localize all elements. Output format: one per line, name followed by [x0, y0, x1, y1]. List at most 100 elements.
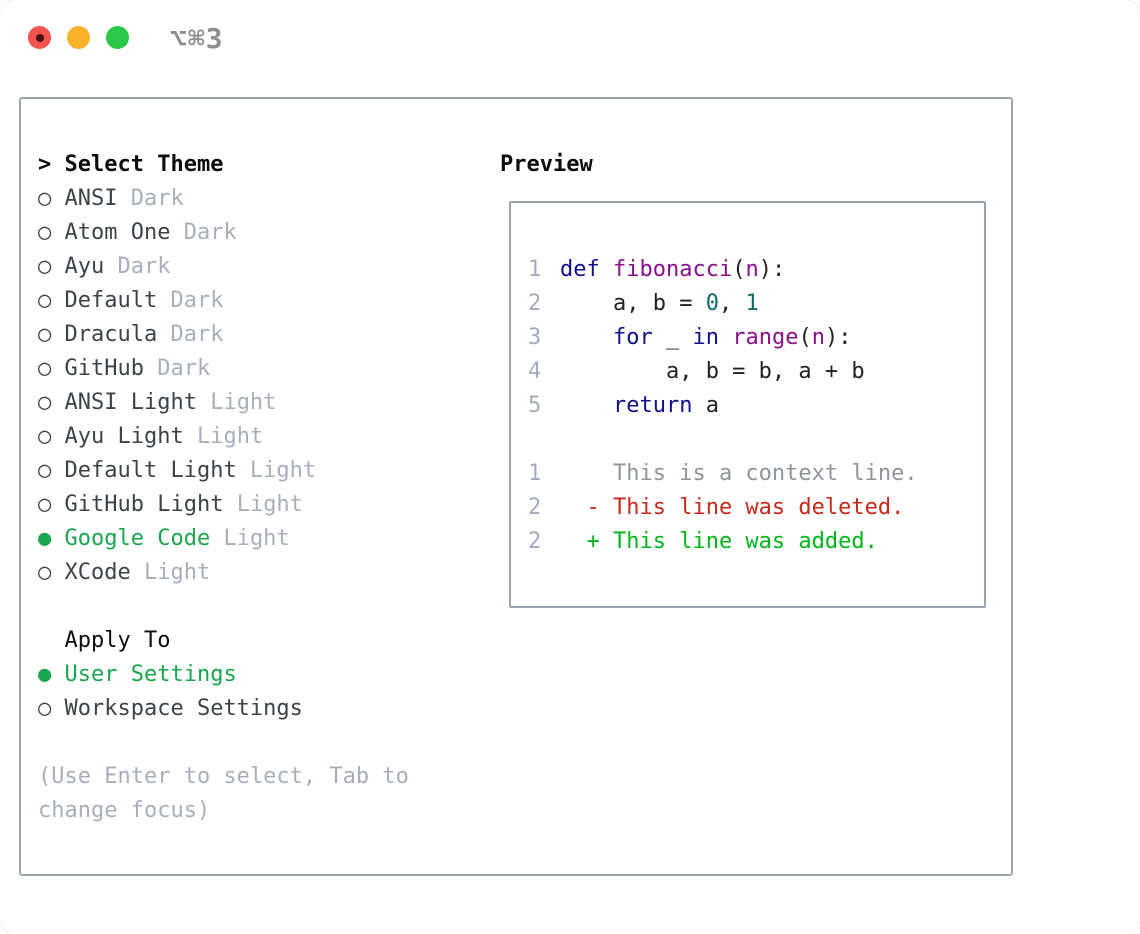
code-token [560, 325, 613, 350]
code-token: , [718, 291, 746, 316]
code-token: 1 [745, 291, 759, 316]
radio-icon: ○ [38, 696, 65, 721]
code-line: 5 return a [528, 389, 984, 423]
zoom-button[interactable] [106, 26, 129, 49]
selected-radio-icon: ● [38, 662, 65, 687]
apply-option-label: Workspace Settings [64, 696, 303, 721]
theme-name: ANSI [64, 186, 118, 211]
theme-item-dracula[interactable]: ○ Dracula Dark [38, 318, 316, 352]
theme-item-github[interactable]: ○ GitHub Dark [38, 352, 316, 386]
close-button[interactable] [28, 26, 51, 49]
diff-line-deleted: 2 - This line was deleted. [528, 491, 984, 525]
line-number: 5 [528, 393, 542, 418]
theme-item-ayu-light[interactable]: ○ Ayu Light Light [38, 420, 316, 454]
radio-icon: ○ [38, 424, 65, 449]
code-token: fibonacci [613, 257, 733, 282]
preview-blank-line [528, 423, 984, 457]
theme-list: ○ ANSI Dark○ Atom One Dark○ Ayu Dark○ De… [38, 182, 316, 590]
theme-item-xcode[interactable]: ○ XCode Light [38, 556, 316, 590]
theme-name: XCode [64, 560, 131, 585]
theme-item-ansi-light[interactable]: ○ ANSI Light Light [38, 386, 316, 420]
theme-tag: Dark [157, 288, 224, 313]
radio-icon: ○ [38, 186, 65, 211]
theme-item-default-light[interactable]: ○ Default Light Light [38, 454, 316, 488]
code-token: for [612, 325, 653, 350]
line-number: 1 [528, 461, 542, 486]
theme-tag: Dark [157, 322, 224, 347]
theme-tag: Light [236, 458, 317, 483]
minimize-button[interactable] [67, 26, 90, 49]
radio-icon: ○ [38, 560, 65, 585]
radio-icon: ○ [38, 390, 65, 415]
theme-name: ANSI Light [64, 390, 197, 415]
theme-item-google-code[interactable]: ● Google Code Light [38, 522, 316, 556]
preview-header: Preview [500, 152, 593, 177]
diff-line-context: 1 This is a context line. [528, 457, 984, 491]
code-token [560, 393, 613, 418]
diff-text: + This line was added. [560, 529, 878, 554]
help-line-2: change focus) [38, 798, 211, 823]
apply-to-header: Apply To [38, 624, 303, 658]
theme-tag: Light [223, 492, 303, 517]
theme-name: GitHub Light [64, 492, 224, 517]
theme-name: Default Light [64, 458, 237, 483]
help-text: (Use Enter to select, Tab to change focu… [38, 760, 409, 828]
theme-item-default[interactable]: ○ Default Dark [38, 284, 316, 318]
code-line: 3 for _ in range(n): [528, 321, 984, 355]
theme-item-github-light[interactable]: ○ GitHub Light Light [38, 488, 316, 522]
theme-name: GitHub [64, 356, 144, 381]
diff-text: - This line was deleted. [560, 495, 905, 520]
preview-diff: 1 This is a context line.2 - This line w… [528, 457, 984, 559]
radio-icon: ○ [38, 356, 65, 381]
code-token: ): [824, 325, 852, 350]
apply-to-section: Apply To ● User Settings○ Workspace Sett… [38, 624, 303, 726]
titlebar: ⌥⌘3 [0, 0, 1140, 74]
apply-options: ● User Settings○ Workspace Settings [38, 658, 303, 726]
help-line-1: (Use Enter to select, Tab to [38, 764, 409, 789]
line-number: 3 [528, 325, 542, 350]
apply-option-label: User Settings [64, 662, 237, 687]
line-number: 4 [528, 359, 542, 384]
code-token: _ [652, 325, 693, 350]
code-token: return [612, 393, 693, 418]
apply-option-workspace-settings[interactable]: ○ Workspace Settings [38, 692, 303, 726]
theme-name: Ayu Light [64, 424, 184, 449]
theme-item-ansi[interactable]: ○ ANSI Dark [38, 182, 316, 216]
theme-name: Dracula [64, 322, 158, 347]
radio-icon: ○ [38, 458, 65, 483]
window-title: ⌥⌘3 [170, 22, 224, 55]
apply-option-user-settings[interactable]: ● User Settings [38, 658, 303, 692]
theme-selector: > Select Theme ○ ANSI Dark○ Atom One Dar… [38, 148, 316, 590]
indent [38, 628, 65, 653]
code-token: a [692, 393, 719, 418]
theme-name: Default [64, 288, 158, 313]
selected-radio-icon: ● [38, 526, 65, 551]
theme-tag: Light [196, 390, 277, 415]
line-number: 1 [528, 257, 542, 282]
radio-icon: ○ [38, 322, 65, 347]
code-line: 4 a, b = b, a + b [528, 355, 984, 389]
theme-name: Atom One [64, 220, 171, 245]
code-token: range [732, 325, 799, 350]
line-number: 2 [528, 291, 542, 316]
apply-to-label: Apply To [64, 628, 171, 653]
code-token: a, b = b, a + b [560, 359, 865, 384]
theme-tag: Light [130, 560, 211, 585]
select-theme-label: Select Theme [64, 152, 224, 177]
theme-name: Ayu [64, 254, 105, 279]
code-token: 0 [705, 291, 719, 316]
radio-icon: ○ [38, 220, 65, 245]
prompt-icon: > [38, 152, 65, 177]
theme-item-ayu[interactable]: ○ Ayu Dark [38, 250, 316, 284]
code-token [600, 257, 613, 282]
theme-item-atom-one[interactable]: ○ Atom One Dark [38, 216, 316, 250]
radio-icon: ○ [38, 492, 65, 517]
code-token: ): [758, 257, 786, 282]
code-token: ( [798, 325, 812, 350]
code-token: n [745, 257, 759, 282]
code-token: a, b = [560, 291, 706, 316]
